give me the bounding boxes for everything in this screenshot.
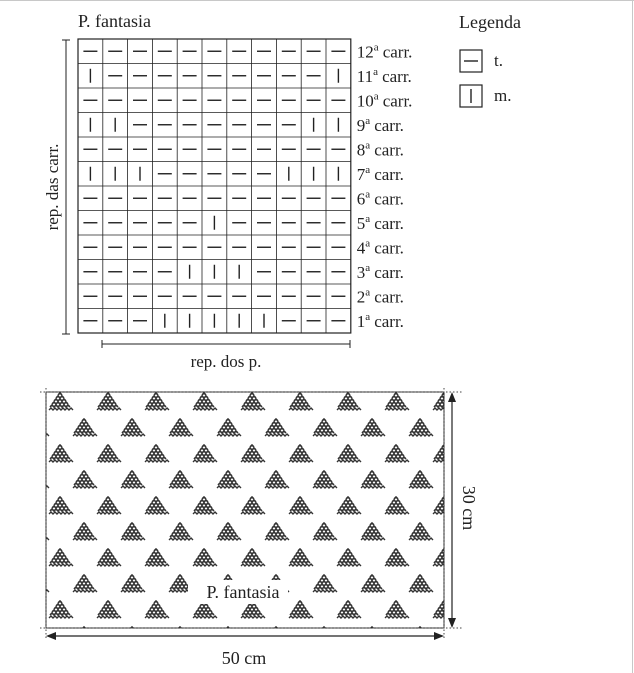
row-label-ordinal: a — [365, 262, 370, 274]
row-label-word: carr. — [374, 312, 404, 331]
row-label-ordinal: a — [365, 164, 370, 176]
legend-item-purl: m. — [459, 84, 511, 108]
stitch-repeat-label: rep. dos p. — [191, 352, 262, 371]
row-label: 4a carr. — [357, 237, 404, 257]
row-label-number: 6 — [357, 189, 366, 208]
row-label-number: 12 — [357, 42, 374, 61]
row-label-ordinal: a — [374, 41, 379, 53]
row-label-word: carr. — [374, 189, 404, 208]
row-label-number: 9 — [357, 116, 366, 135]
row-label: 8a carr. — [357, 139, 404, 159]
row-label-word: carr. — [383, 91, 413, 110]
row-label: 1a carr. — [357, 311, 404, 331]
row-label-ordinal: a — [374, 90, 379, 102]
row-label-word: carr. — [382, 67, 412, 86]
row-label: 11a carr. — [357, 66, 412, 86]
row-label-word: carr. — [374, 116, 404, 135]
legend-title: Legenda — [459, 12, 521, 32]
row-label-word: carr. — [374, 238, 404, 257]
legend-label-knit: t. — [494, 51, 503, 70]
panel-border — [45, 391, 445, 629]
row-label: 7a carr. — [357, 164, 404, 184]
width-dimension-arrow — [46, 632, 444, 640]
row-label-ordinal: a — [365, 311, 370, 323]
height-dimension-arrow — [448, 392, 456, 628]
row-label: 12a carr. — [357, 41, 413, 61]
row-repeat-label: rep. das carr. — [43, 144, 62, 231]
chart-title: P. fantasia — [78, 11, 151, 31]
row-label-ordinal: a — [365, 139, 370, 151]
panel-label-backdrop — [188, 580, 288, 604]
height-label: 30 cm — [459, 486, 479, 531]
row-label-number: 1 — [357, 312, 366, 331]
row-label: 2a carr. — [357, 286, 404, 306]
row-repeat-bracket — [62, 39, 70, 335]
row-label-number: 7 — [357, 165, 366, 184]
panel-label: P. fantasia — [207, 582, 280, 602]
row-label-number: 10 — [357, 91, 374, 110]
row-label-ordinal: a — [365, 286, 370, 298]
legend-swatch-bar — [459, 84, 483, 108]
row-label-number: 8 — [357, 140, 366, 159]
row-label-number: 3 — [357, 263, 366, 282]
page-border-top — [0, 0, 634, 1]
row-label: 9a carr. — [357, 115, 404, 135]
stitch-chart-grid — [77, 38, 352, 334]
row-label-word: carr. — [374, 140, 404, 159]
dimension-guides — [40, 388, 462, 640]
row-label-ordinal: a — [373, 66, 378, 78]
row-label-ordinal: a — [365, 237, 370, 249]
row-label-word: carr. — [383, 42, 413, 61]
row-label-number: 2 — [357, 287, 366, 306]
page-border-right — [632, 0, 633, 673]
row-label: 5a carr. — [357, 213, 404, 233]
row-label: 10a carr. — [357, 90, 413, 110]
row-label: 6a carr. — [357, 188, 404, 208]
row-label-word: carr. — [374, 287, 404, 306]
knitted-panel: P. fantasia — [45, 391, 445, 629]
legend-item-knit: t. — [459, 49, 503, 73]
row-label-word: carr. — [374, 165, 404, 184]
row-label-word: carr. — [374, 263, 404, 282]
legend-label-purl: m. — [494, 86, 511, 105]
row-label-ordinal: a — [365, 213, 370, 225]
width-label: 50 cm — [222, 648, 267, 668]
legend-swatch-dash — [459, 49, 483, 73]
stitch-repeat-bracket — [101, 340, 351, 348]
row-label-word: carr. — [374, 214, 404, 233]
row-label-ordinal: a — [365, 115, 370, 127]
row-label-number: 5 — [357, 214, 366, 233]
row-label: 3a carr. — [357, 262, 404, 282]
row-label-number: 11 — [357, 67, 373, 86]
row-label-ordinal: a — [365, 188, 370, 200]
row-label-number: 4 — [357, 238, 366, 257]
